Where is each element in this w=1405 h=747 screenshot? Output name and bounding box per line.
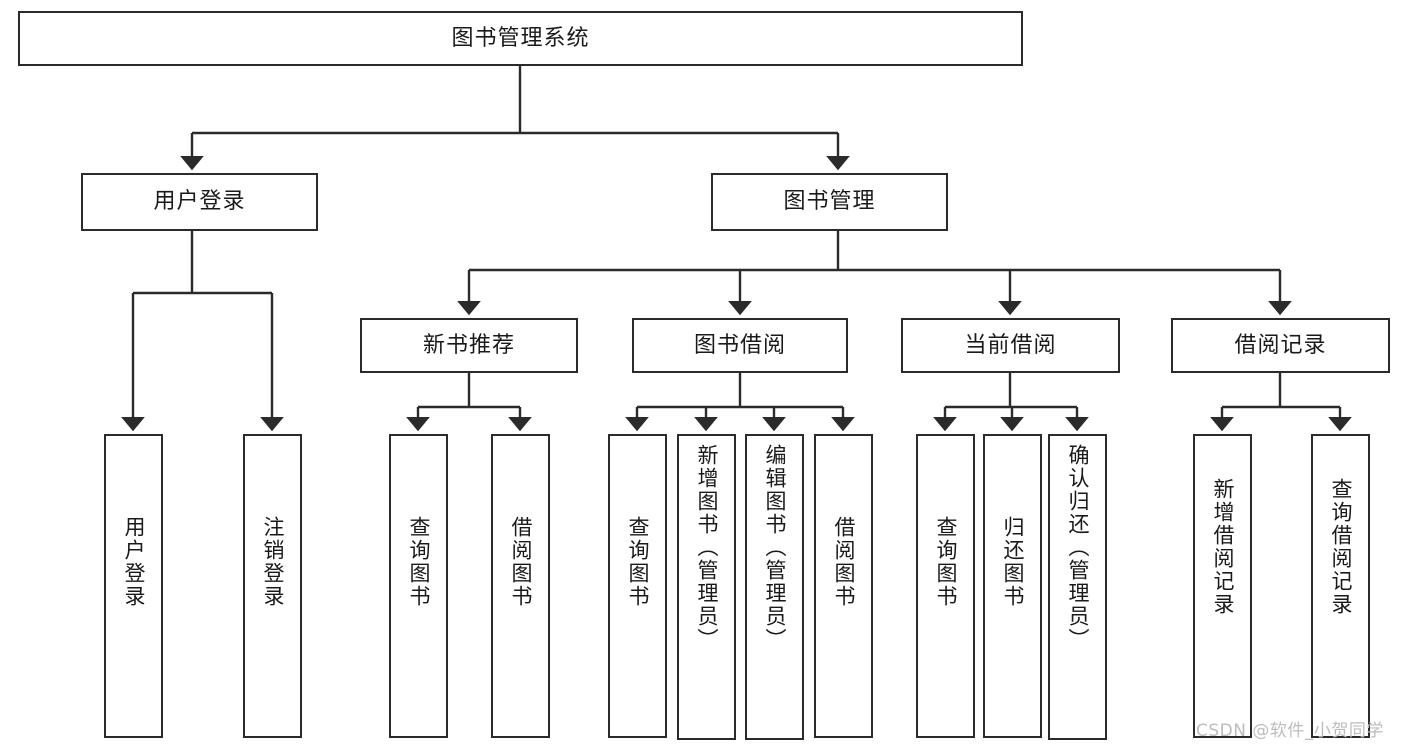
leaf-confirm-return-label: 确认归还（管理员） bbox=[1066, 444, 1091, 651]
node-root[interactable]: 图书管理系统 bbox=[18, 11, 1023, 66]
node-borrow-record-label: 借阅记录 bbox=[1234, 332, 1327, 358]
leaf-borrow-book-2[interactable]: 借阅图书 bbox=[814, 434, 873, 738]
node-current-borrow[interactable]: 当前借阅 bbox=[901, 318, 1120, 373]
leaf-add-record-label: 新增借阅记录 bbox=[1211, 478, 1236, 616]
leaf-query-book-2[interactable]: 查询图书 bbox=[608, 434, 667, 738]
leaf-user-login[interactable]: 用户登录 bbox=[104, 434, 163, 738]
node-current-borrow-label: 当前借阅 bbox=[964, 332, 1057, 358]
leaf-query-record-label: 查询借阅记录 bbox=[1329, 478, 1354, 616]
node-borrow-record[interactable]: 借阅记录 bbox=[1171, 318, 1390, 373]
leaf-query-book-3-label: 查询图书 bbox=[934, 516, 959, 608]
leaf-add-book[interactable]: 新增图书（管理员） bbox=[677, 434, 736, 740]
leaf-borrow-book-2-label: 借阅图书 bbox=[832, 516, 857, 608]
leaf-borrow-book-1[interactable]: 借阅图书 bbox=[491, 434, 550, 738]
leaf-edit-book-label: 编辑图书（管理员） bbox=[763, 444, 788, 651]
node-root-label: 图书管理系统 bbox=[451, 25, 590, 51]
node-book-borrow[interactable]: 图书借阅 bbox=[632, 318, 848, 373]
leaf-query-book-1-label: 查询图书 bbox=[407, 516, 432, 608]
csdn-watermark: CSDN @软件_小贺同学 bbox=[1196, 721, 1384, 741]
leaf-add-record[interactable]: 新增借阅记录 bbox=[1193, 434, 1252, 738]
leaf-logout[interactable]: 注销登录 bbox=[243, 434, 302, 738]
node-new-book-rec[interactable]: 新书推荐 bbox=[360, 318, 578, 373]
node-book-manage-label: 图书管理 bbox=[783, 189, 876, 215]
node-user-login[interactable]: 用户登录 bbox=[81, 173, 318, 231]
leaf-borrow-book-1-label: 借阅图书 bbox=[509, 516, 534, 608]
node-book-manage[interactable]: 图书管理 bbox=[711, 173, 948, 231]
leaf-query-record[interactable]: 查询借阅记录 bbox=[1311, 434, 1370, 738]
leaf-query-book-1[interactable]: 查询图书 bbox=[389, 434, 448, 738]
leaf-query-book-3[interactable]: 查询图书 bbox=[916, 434, 975, 738]
leaf-logout-label: 注销登录 bbox=[261, 516, 286, 608]
leaf-edit-book[interactable]: 编辑图书（管理员） bbox=[745, 434, 804, 740]
leaf-user-login-label: 用户登录 bbox=[122, 516, 147, 608]
node-user-login-label: 用户登录 bbox=[153, 189, 246, 215]
node-book-borrow-label: 图书借阅 bbox=[693, 332, 786, 358]
leaf-query-book-2-label: 查询图书 bbox=[626, 516, 651, 608]
leaf-confirm-return[interactable]: 确认归还（管理员） bbox=[1048, 434, 1107, 740]
node-new-book-rec-label: 新书推荐 bbox=[422, 332, 515, 358]
leaf-add-book-label: 新增图书（管理员） bbox=[695, 444, 720, 651]
leaf-return-book[interactable]: 归还图书 bbox=[983, 434, 1042, 738]
leaf-return-book-label: 归还图书 bbox=[1001, 516, 1026, 608]
